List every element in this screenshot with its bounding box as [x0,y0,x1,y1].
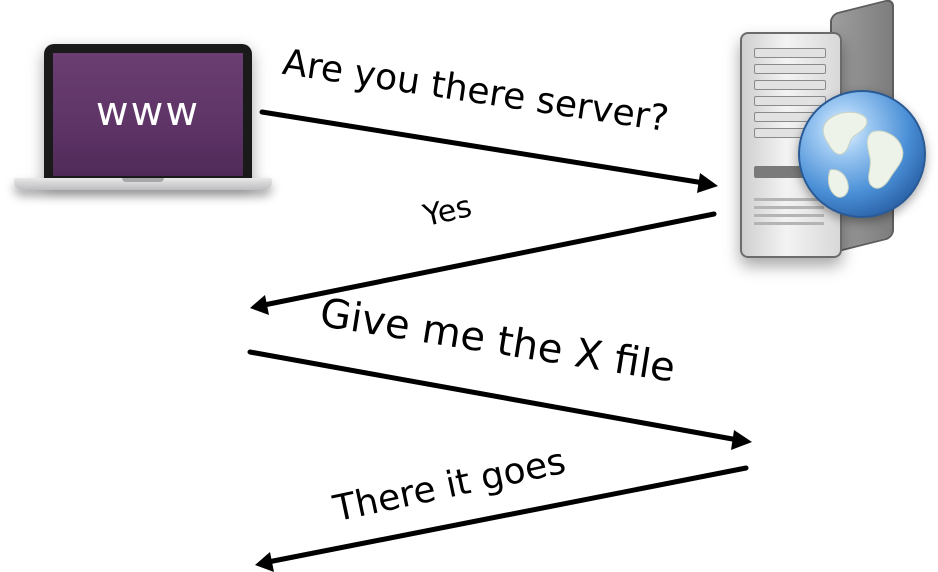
arrow-request-file-head [731,430,752,450]
arrow-response-yes-head [250,295,269,315]
arrow-request-connection [259,109,707,186]
laptop-screen: www [53,53,243,176]
server-icon [728,0,934,258]
arrow-request-file [247,349,741,443]
arrow-response-yes [261,211,717,308]
arrow-request-connection-head [697,173,718,193]
laptop-icon: www [14,40,272,190]
arrow-response-file [265,465,749,565]
server-vent [754,222,824,225]
laptop-notch [122,178,164,182]
globe-continents [822,111,904,198]
server-bay [754,48,826,58]
laptop-screen-text: www [95,89,201,135]
globe-icon [798,90,926,218]
server-vent [754,214,824,217]
server-bay [754,80,826,90]
server-vent [754,198,824,201]
laptop-base [14,178,272,190]
server-vent [754,206,824,209]
laptop-lid: www [44,44,252,182]
arrow-response-file-head [255,552,274,572]
server-bay [754,64,826,74]
